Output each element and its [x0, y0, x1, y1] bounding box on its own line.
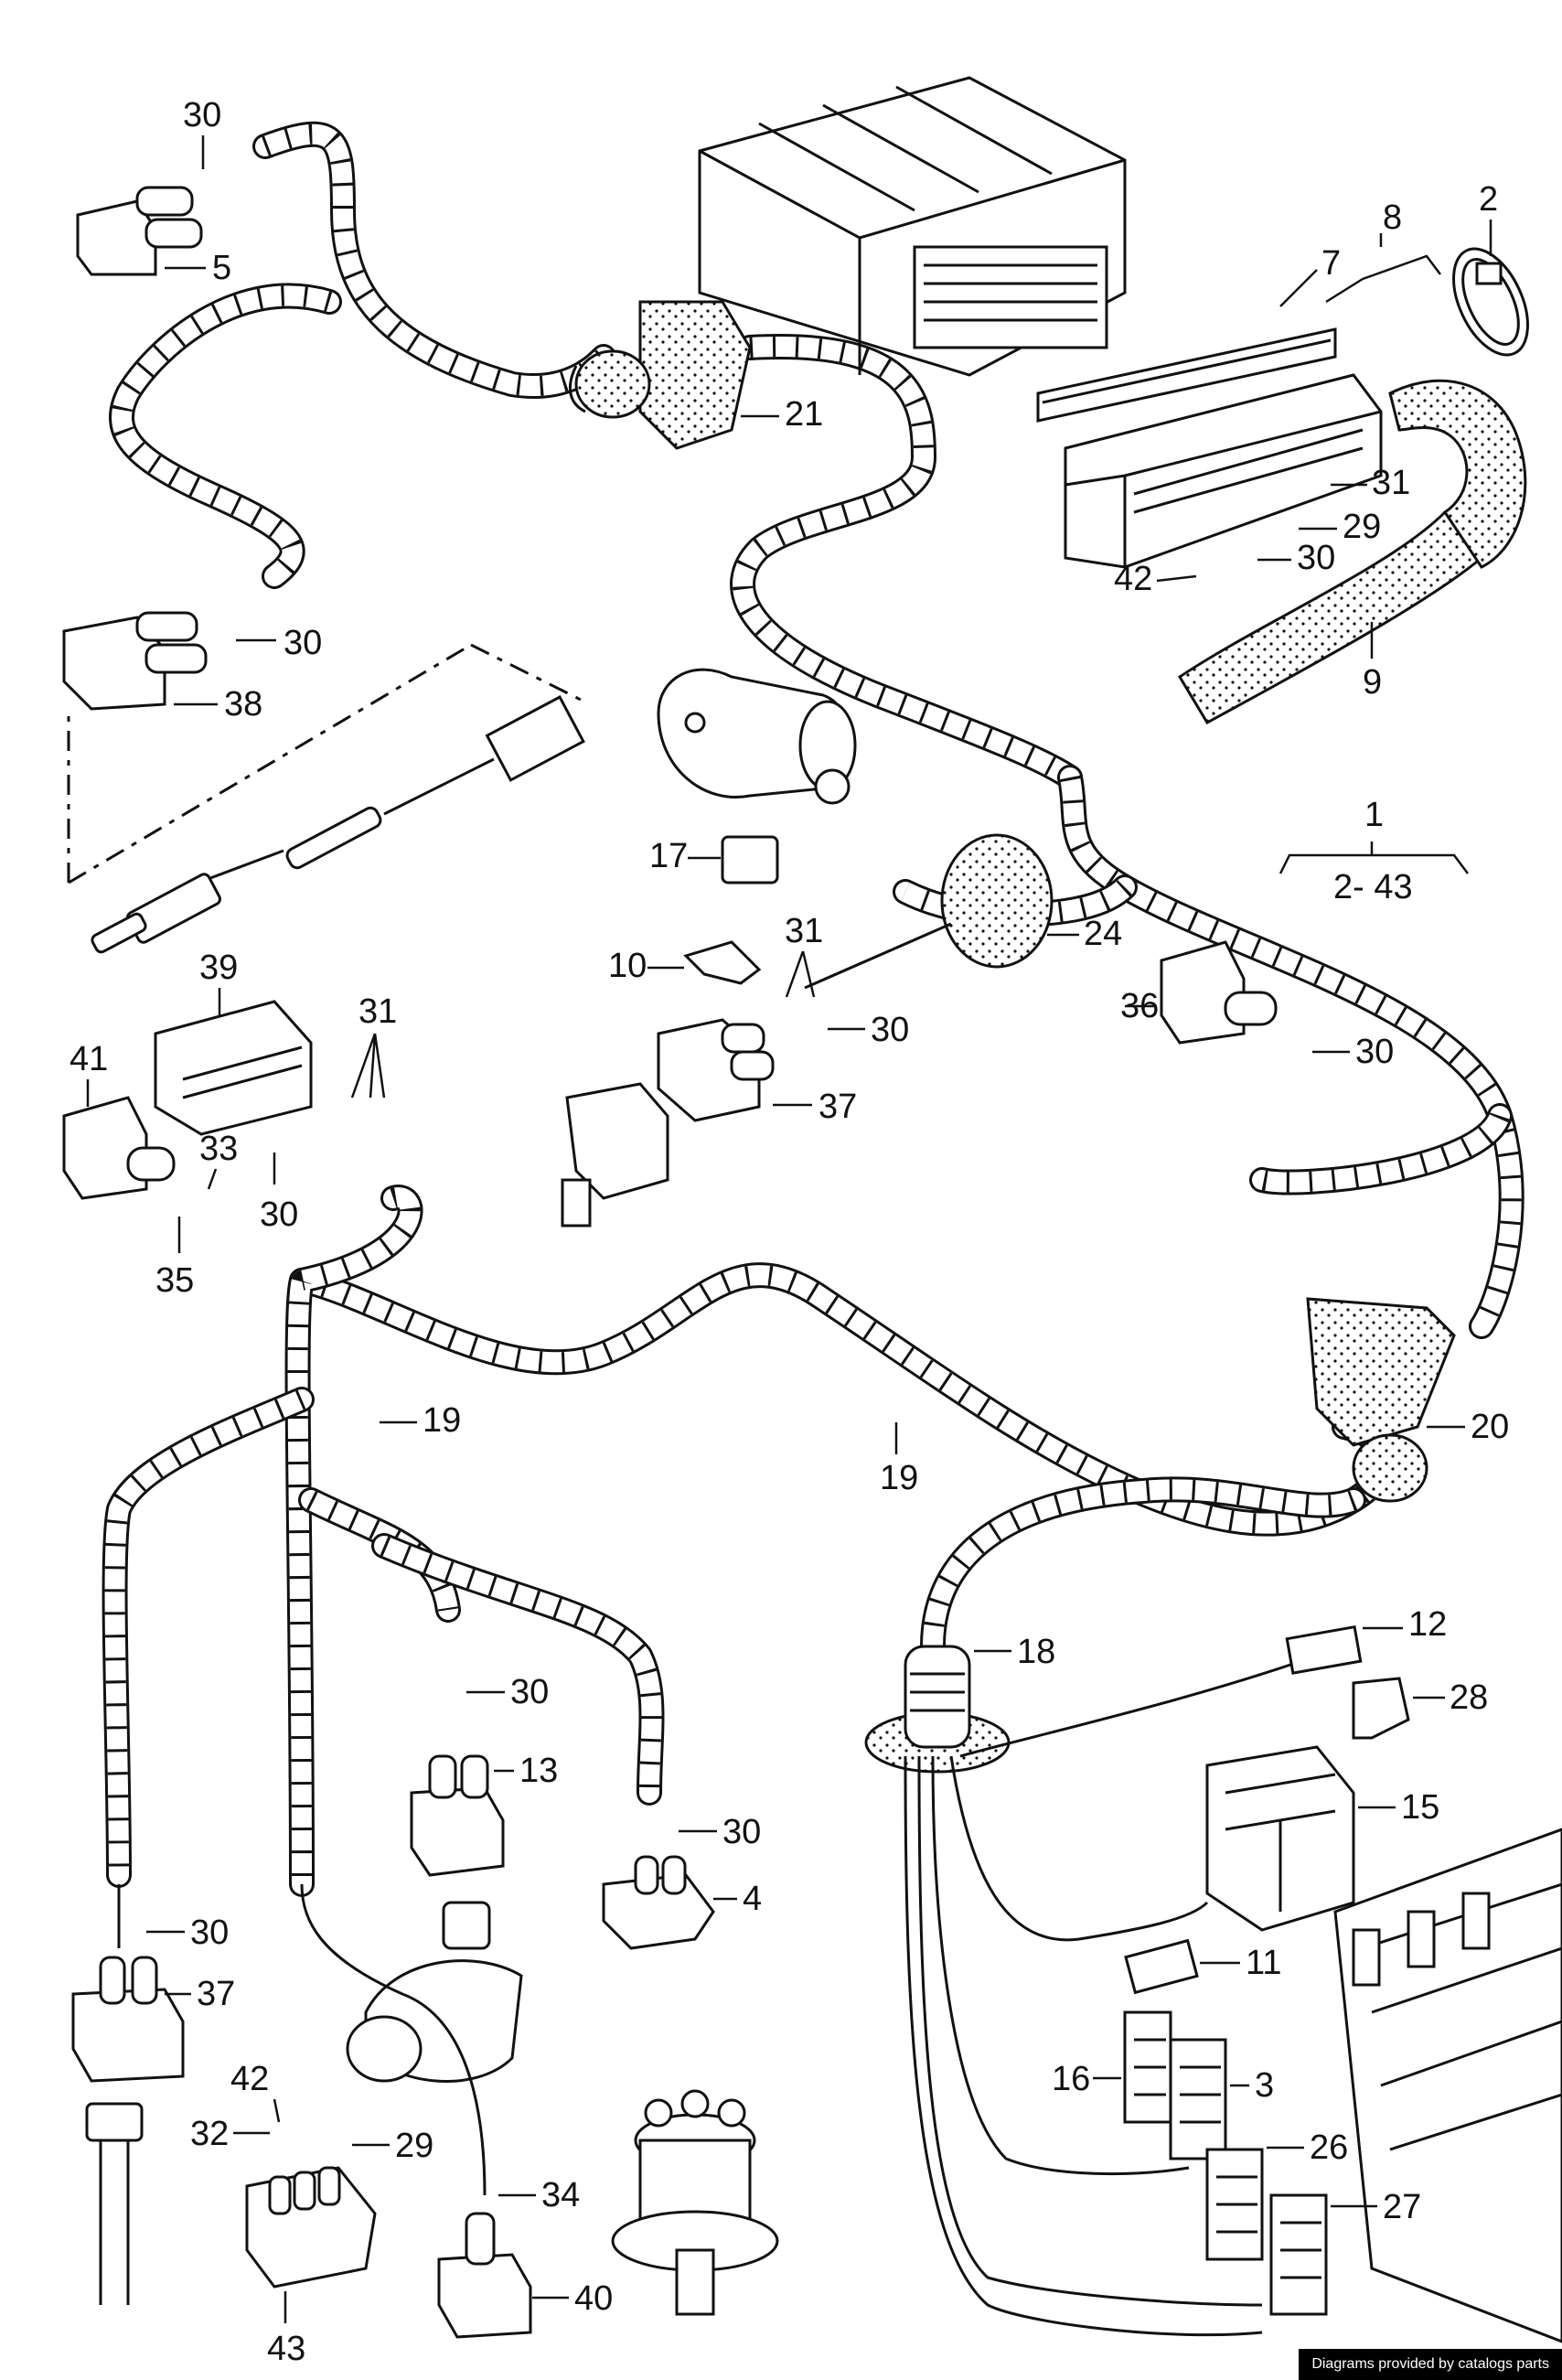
connector-28	[1352, 1677, 1410, 1740]
label-20: 20	[1471, 1408, 1509, 1446]
credit-badge: Diagrams provided by catalogs parts	[1299, 2349, 1562, 2380]
connector-11	[1124, 1938, 1199, 1995]
label-19-a: 19	[423, 1401, 461, 1440]
engine-control-unit	[698, 76, 1127, 377]
label-9: 9	[1363, 663, 1382, 702]
label-30-b: 30	[284, 624, 322, 662]
oxygen-sensor-lower	[85, 1884, 144, 2305]
grommet-18	[864, 1645, 1318, 2337]
label-30-e: 30	[1355, 1033, 1394, 1071]
group-bracket-8	[1325, 233, 1441, 304]
label-18: 18	[1017, 1633, 1055, 1671]
label-4: 4	[743, 1880, 762, 1918]
connector-41	[62, 1096, 176, 1200]
label-31-b: 31	[785, 912, 823, 950]
connector-40	[300, 1883, 532, 2339]
label-35: 35	[155, 1261, 194, 1300]
label-30-h: 30	[722, 1813, 761, 1851]
label-30-a: 30	[183, 96, 221, 134]
label-32: 32	[190, 2115, 229, 2153]
label-17: 17	[649, 837, 688, 875]
label-41: 41	[70, 1040, 108, 1078]
label-24: 24	[1084, 915, 1122, 953]
label-29-b: 29	[395, 2127, 433, 2165]
label-42-a: 42	[1114, 560, 1152, 598]
label-30-d: 30	[871, 1011, 909, 1049]
label-21: 21	[785, 395, 823, 434]
oxygen-sensor	[67, 643, 585, 954]
label-26: 26	[1310, 2128, 1348, 2167]
label-1: 1	[1364, 796, 1384, 834]
label-39: 39	[199, 949, 238, 987]
label-5: 5	[212, 249, 231, 287]
relay-plate	[1333, 1828, 1562, 2343]
label-38: 38	[224, 685, 262, 724]
label-2: 2	[1479, 180, 1498, 219]
label-11: 11	[1246, 1944, 1281, 1982]
connector-17	[721, 835, 779, 884]
label-29-a: 29	[1343, 508, 1381, 546]
connector-13	[410, 1754, 505, 1877]
label-40: 40	[574, 2279, 613, 2318]
label-13: 13	[519, 1752, 558, 1790]
label-8: 8	[1383, 198, 1402, 237]
label-28: 28	[1450, 1678, 1488, 1717]
label-3: 3	[1255, 2066, 1274, 2105]
coolant-temp-sensor	[346, 1901, 523, 2083]
label-37-a: 37	[818, 1088, 857, 1126]
label-43: 43	[267, 2330, 305, 2368]
connector-39	[154, 1000, 313, 1136]
relay-connectors	[1123, 2010, 1328, 2316]
actuator-motor	[657, 668, 857, 805]
label-10: 10	[608, 947, 647, 985]
connector-37-lower	[71, 1956, 185, 2083]
connector-5	[76, 186, 203, 276]
connector-housing-21	[568, 300, 752, 450]
connector-12	[1285, 1624, 1363, 1675]
label-33: 33	[199, 1130, 238, 1168]
connector-4	[602, 1855, 715, 1950]
bracket	[561, 1082, 669, 1228]
label-31-c: 31	[358, 992, 397, 1031]
connector-36	[1160, 940, 1278, 1045]
label-7: 7	[1321, 244, 1341, 283]
grommet-24	[804, 833, 1054, 990]
control-unit-connector-8	[1036, 327, 1383, 569]
label-16: 16	[1052, 2060, 1090, 2098]
ignition-distributor	[611, 2089, 779, 2316]
label-15: 15	[1401, 1788, 1439, 1827]
connector-10	[683, 940, 762, 985]
label-30-g: 30	[510, 1673, 549, 1711]
label-30-c: 30	[1297, 539, 1335, 577]
label-31-a: 31	[1372, 464, 1410, 502]
label-19-b: 19	[880, 1459, 918, 1497]
label-12: 12	[1408, 1605, 1447, 1644]
connector-38	[62, 611, 208, 711]
callout-labels: 1 2- 43 2 8 7 9 21 5 30 30 38 31 29 30 4…	[70, 96, 1509, 2368]
connector-housing-20	[1306, 1297, 1456, 1503]
label-2-43: 2- 43	[1333, 868, 1413, 906]
main-wiring-harness	[102, 121, 1525, 1897]
label-30-i: 30	[190, 1914, 229, 1952]
label-27: 27	[1383, 2188, 1421, 2226]
label-30-f: 30	[260, 1195, 298, 1234]
group-bracket-1	[1278, 842, 1469, 874]
connector-43	[245, 2166, 377, 2289]
corrugated-tube	[1388, 379, 1527, 569]
connector-37-upper	[657, 1018, 775, 1122]
connector-15	[1205, 1745, 1355, 1932]
hose-clamp-2	[1452, 247, 1529, 357]
label-34: 34	[541, 2176, 580, 2214]
label-37-b: 37	[197, 1975, 235, 2013]
label-42-b: 42	[230, 2060, 269, 2098]
